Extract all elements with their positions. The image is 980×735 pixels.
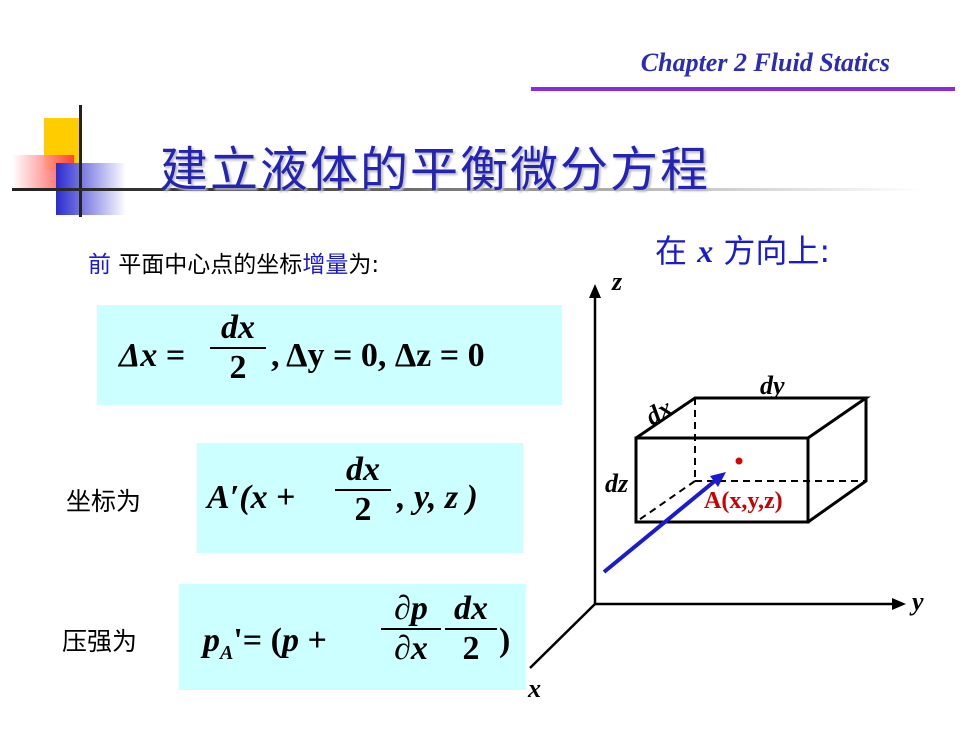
- dy-label: dy: [760, 371, 785, 400]
- eq3-plus: +: [307, 622, 327, 659]
- chapter-heading: Chapter 2 Fluid Statics: [640, 48, 890, 77]
- xdir-var: x: [697, 233, 714, 269]
- y-arrow-icon: [892, 598, 906, 610]
- eq3-close: ): [499, 622, 511, 659]
- eq1-fraction: dx 2: [210, 309, 266, 387]
- eq2-den: 2: [335, 489, 391, 529]
- eq2-plus: +: [276, 479, 296, 516]
- axis-y-label: y: [909, 587, 924, 616]
- eq2-x: x: [250, 479, 268, 516]
- coord-label: 坐标为: [66, 487, 142, 516]
- eq3-fraction-partial: ∂p ∂x: [381, 590, 441, 668]
- eq2-num: dx: [335, 451, 391, 489]
- hidden-edge-depth: [635, 480, 696, 523]
- equation-pressure: pA'= (p + ∂p ∂x dx 2 ): [179, 584, 526, 690]
- eq2-lhs: A′(x +: [207, 479, 295, 517]
- eq3-lhs: pA'= (p +: [203, 622, 327, 665]
- eq2-fraction: dx 2: [335, 451, 391, 529]
- front-face-text: 前 平面中心点的坐标增量为:: [88, 245, 379, 279]
- eq3-sub: A: [220, 641, 234, 664]
- point-a-dot: [735, 457, 743, 465]
- eq1-dx-lhs: Δx: [119, 337, 158, 374]
- xdir-suffix: 方向上:: [713, 232, 831, 270]
- z-arrow-icon: [589, 284, 601, 298]
- eq1-den: 2: [210, 347, 266, 387]
- eq3-den1: ∂x: [381, 628, 441, 668]
- eq1-num-text: dx: [221, 309, 255, 346]
- eq3-num1-text: ∂p: [394, 590, 428, 627]
- dz-label: dz: [605, 469, 629, 498]
- eq3-den2: 2: [445, 628, 497, 668]
- eq2-rest: , y, z ): [397, 479, 478, 517]
- eq1-rest: , Δy = 0, Δz = 0: [271, 337, 485, 374]
- x-axis: [529, 603, 596, 669]
- axis-x-label: x: [527, 674, 541, 703]
- chapter-rule: [531, 87, 955, 91]
- front-word: 前: [88, 252, 111, 278]
- x-direction-heading: 在 x 方向上:: [655, 226, 830, 272]
- title-underline: [12, 188, 922, 191]
- eq3-num2-text: dx: [454, 590, 488, 627]
- eq3-p2: p: [282, 622, 299, 659]
- eq3-num2: dx: [445, 590, 497, 628]
- eq3-p: p: [203, 622, 220, 659]
- eq1-lhs: Δx =: [119, 337, 185, 375]
- equation-increment: Δx = dx 2 , Δy = 0, Δz = 0: [97, 305, 562, 405]
- pressure-label: 压强为: [62, 627, 138, 656]
- equation-coordinate: A′(x + dx 2 , y, z ): [197, 443, 523, 553]
- dx-label: dx: [640, 393, 677, 431]
- eq1-eq: =: [165, 337, 186, 374]
- box-top-face: [635, 396, 871, 440]
- eq2-rest-text: , y, z ): [397, 479, 478, 516]
- eq2-a: A′(: [207, 479, 251, 516]
- eq3-mid: '= (: [233, 622, 282, 659]
- point-a-label: A(x,y,z): [704, 488, 783, 514]
- xdir-prefix: 在: [655, 232, 698, 270]
- increment-word: 增量: [302, 252, 349, 278]
- eq3-den1-text: ∂x: [394, 630, 428, 667]
- deco-vertical-line: [79, 105, 82, 217]
- front-part2: 为:: [348, 252, 380, 278]
- position-vector: [602, 478, 718, 574]
- position-arrow-icon: [710, 472, 726, 487]
- eq3-num1: ∂p: [381, 590, 441, 628]
- eq2-num-text: dx: [346, 451, 380, 488]
- eq1-num: dx: [210, 309, 266, 347]
- eq3-fraction-dx: dx 2: [445, 590, 497, 668]
- front-part1: 平面中心点的坐标: [111, 252, 303, 278]
- axis-z-label: z: [611, 267, 623, 296]
- slide-title: 建立液体的平衡微分方程: [160, 142, 711, 198]
